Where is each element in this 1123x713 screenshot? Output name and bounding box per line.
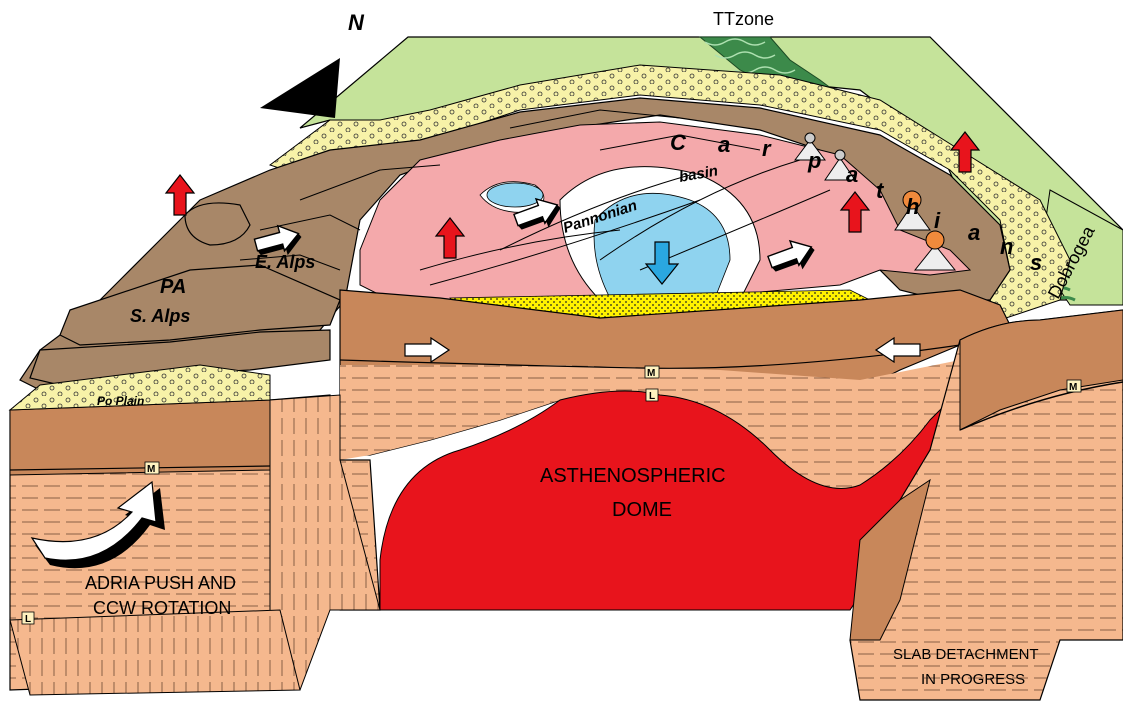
svg-text:a: a: [718, 132, 730, 157]
label-slab-line2: IN PROGRESS: [921, 671, 1025, 688]
svg-text:L: L: [649, 391, 655, 402]
north-arrow: [260, 58, 340, 118]
label-dome: DOME: [612, 499, 672, 521]
label-pa: PA: [160, 276, 186, 298]
west-lake: [487, 183, 543, 207]
svg-text:C: C: [670, 130, 687, 155]
marker-moho-center: M: [645, 366, 659, 379]
label-north: N: [348, 10, 365, 35]
label-e-alps: E. Alps: [255, 252, 315, 272]
marker-lab-center: L: [646, 389, 658, 402]
label-ttzone: TTzone: [713, 9, 774, 29]
svg-text:a: a: [968, 220, 980, 245]
marker-moho-right: M: [1067, 380, 1081, 393]
label-po-plain: Po Plain: [97, 394, 144, 408]
marker-lab-left: L: [22, 612, 34, 625]
svg-text:M: M: [1069, 382, 1077, 393]
label-adria-line1: ADRIA PUSH AND: [85, 573, 236, 593]
svg-text:s: s: [1030, 250, 1042, 275]
svg-text:n: n: [1000, 234, 1013, 259]
label-adria-line2: CCW ROTATION: [93, 598, 231, 618]
label-asthenospheric: ASTHENOSPHERIC: [540, 465, 726, 487]
label-s-alps: S. Alps: [130, 306, 190, 326]
svg-text:a: a: [846, 162, 858, 187]
svg-text:p: p: [807, 148, 821, 173]
svg-text:M: M: [647, 368, 655, 379]
svg-text:L: L: [25, 614, 31, 625]
svg-text:M: M: [147, 464, 155, 475]
left-base: [10, 610, 300, 695]
svg-text:h: h: [906, 194, 919, 219]
svg-text:r: r: [762, 136, 772, 161]
svg-text:i: i: [934, 208, 941, 233]
left-crust-block: [10, 400, 270, 475]
marker-moho-left: M: [145, 462, 159, 475]
label-slab-line1: SLAB DETACHMENT: [893, 646, 1039, 663]
uplift-arrow-1: [166, 175, 194, 215]
